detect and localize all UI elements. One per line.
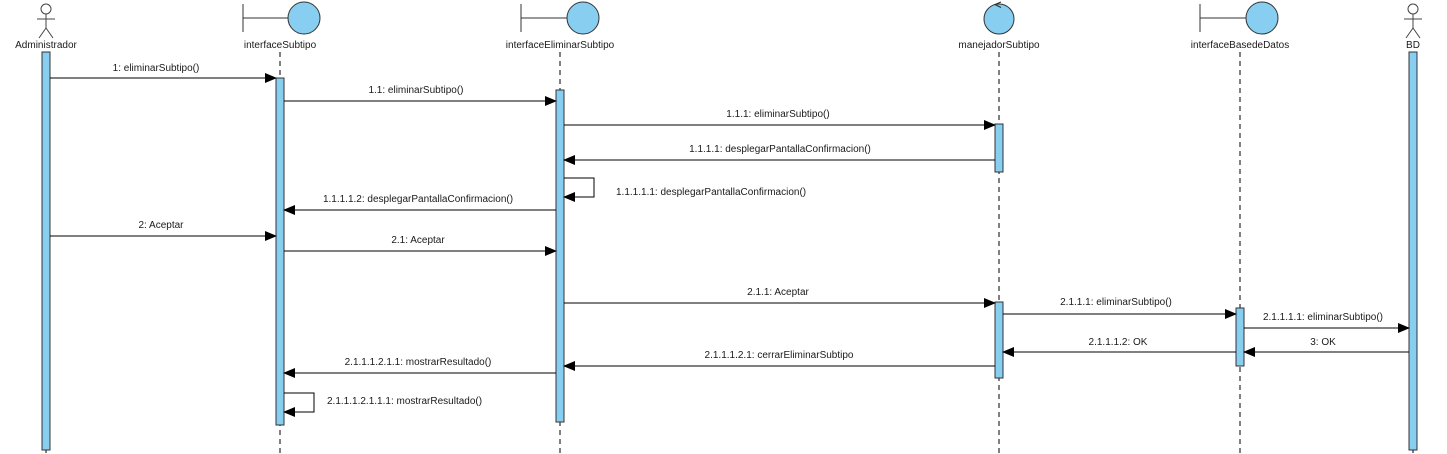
boundary-icon [520,1,600,35]
actor-icon [37,3,55,39]
participant-label: interfaceSubtipo [244,40,317,51]
actor-icon [1404,3,1422,39]
message-label: 3: OK [1310,337,1336,348]
participant-interface-eliminar-subtipo[interactable]: interfaceEliminarSubtipo [506,1,615,51]
message-2-1-1-1-2-1-1[interactable]: 2.1.1.1.2.1.1: mostrarResultado() [283,357,556,378]
message-2-1[interactable]: 2.1: Aceptar [284,235,557,256]
participant-label: Administrador [15,40,77,51]
participant-label: BD [1406,40,1420,51]
message-label: 1.1.1.1.2: desplegarPantallaConfirmacion… [323,194,513,205]
message-label: 2.1.1.1.1: eliminarSubtipo() [1263,312,1383,323]
message-2-1-1[interactable]: 2.1.1: Aceptar [564,287,996,308]
message-2[interactable]: 2: Aceptar [50,220,277,241]
message-1[interactable]: 1: eliminarSubtipo() [50,63,277,83]
message-label: 2.1.1: Aceptar [747,287,809,298]
message-2-1-1-1[interactable]: 2.1.1.1: eliminarSubtipo() [1003,297,1237,319]
control-icon [983,1,1015,35]
message-label: 2.1.1.1.2: OK [1089,337,1148,348]
participant-administrador[interactable]: Administrador [15,3,78,51]
messages: 1: eliminarSubtipo() 1.1: eliminarSubtip… [50,63,1410,417]
message-label: 1.1.1: eliminarSubtipo() [726,109,829,120]
message-2-1-1-1-2-1[interactable]: 2.1.1.1.2.1: cerrarEliminarSubtipo [563,350,995,371]
activation-bar [1235,307,1245,367]
activation-bar [1408,51,1418,451]
participant-label: interfaceEliminarSubtipo [506,40,615,51]
message-label: 2.1: Aceptar [391,235,445,246]
participant-interface-base-de-datos[interactable]: interfaceBasedeDatos [1191,1,1289,51]
activation-bar [555,89,565,423]
message-1-1-1-1-2[interactable]: 1.1.1.1.2: desplegarPantallaConfirmacion… [283,194,556,215]
message-label: 2.1.1.1.2.1: cerrarEliminarSubtipo [705,350,854,361]
boundary-icon [1199,1,1279,35]
participant-label: interfaceBasedeDatos [1191,40,1289,51]
activation-bar [994,301,1004,379]
participant-bd[interactable]: BD [1404,3,1422,51]
message-2-1-1-1-2[interactable]: 2.1.1.1.2: OK [1002,337,1236,357]
message-1-1-1-1[interactable]: 1.1.1.1: desplegarPantallaConfirmacion() [563,144,995,165]
message-label: 1.1.1.1.1: desplegarPantallaConfirmacion… [616,187,806,198]
message-label: 2.1.1.1.2.1.1: mostrarResultado() [345,357,492,368]
participant-label: manejadorSubtipo [958,40,1040,51]
participant-manejador-subtipo[interactable]: manejadorSubtipo [958,1,1040,51]
message-label: 1.1: eliminarSubtipo() [368,85,463,96]
activation-bar [275,77,285,426]
message-2-1-1-1-2-1-1-1[interactable]: 2.1.1.1.2.1.1.1: mostrarResultado() [283,392,482,417]
message-label: 1.1.1.1: desplegarPantallaConfirmacion() [689,144,871,155]
activations [41,51,1418,451]
message-label: 2.1.1.1.2.1.1.1: mostrarResultado() [327,396,482,407]
message-1-1-1[interactable]: 1.1.1: eliminarSubtipo() [564,109,996,130]
message-label: 2: Aceptar [138,220,184,231]
activation-bar [994,123,1004,173]
message-2-1-1-1-1[interactable]: 2.1.1.1.1: eliminarSubtipo() [1244,312,1410,333]
boundary-icon [242,1,321,35]
message-1-1-1-1-1[interactable]: 1.1.1.1.1: desplegarPantallaConfirmacion… [563,177,806,202]
message-label: 1: eliminarSubtipo() [113,63,200,74]
message-1-1[interactable]: 1.1: eliminarSubtipo() [284,85,557,106]
participant-interface-subtipo[interactable]: interfaceSubtipo [242,1,321,51]
message-label: 2.1.1.1: eliminarSubtipo() [1060,297,1172,308]
activation-bar [41,51,51,451]
message-3[interactable]: 3: OK [1243,337,1409,357]
